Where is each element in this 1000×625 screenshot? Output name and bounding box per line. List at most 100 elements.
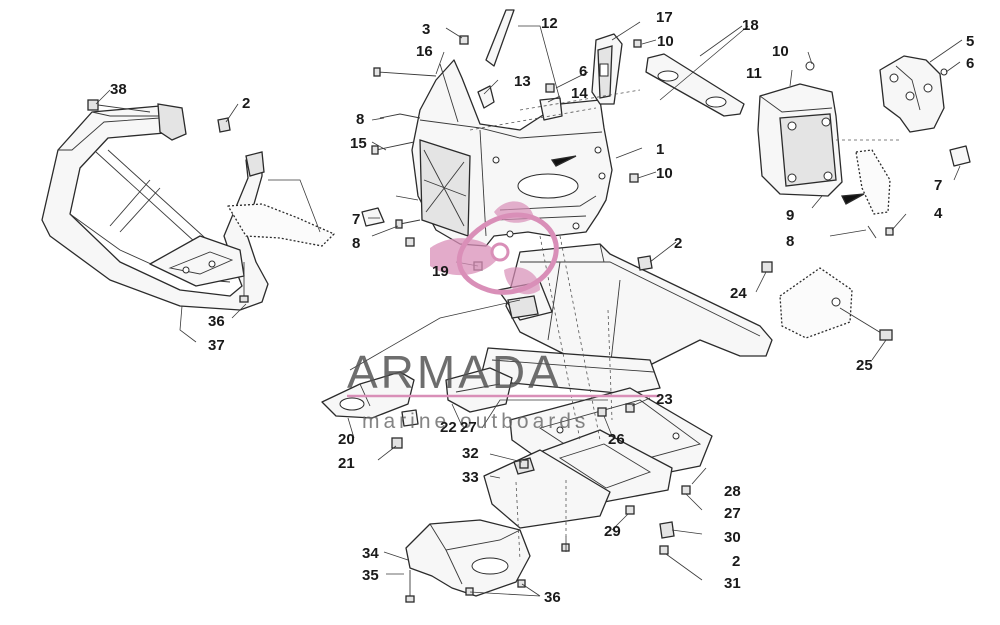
- watermark-tagline: marine outboards: [362, 410, 589, 433]
- bolt-26: [597, 407, 607, 417]
- callout-31: 31: [724, 575, 741, 592]
- callout-35: 35: [362, 567, 379, 584]
- control-module-9: [757, 61, 843, 197]
- callout-10-top: 10: [657, 33, 674, 50]
- arrow-marker-1: [550, 155, 577, 167]
- bracket-14: [539, 97, 563, 121]
- callout-30: 30: [724, 529, 741, 546]
- callout-36-lower: 36: [544, 589, 561, 606]
- callout-8-left: 8: [352, 235, 360, 252]
- callout-18: 18: [742, 17, 759, 34]
- clip-2-frame: [637, 255, 653, 271]
- bracket-12: [485, 9, 515, 67]
- bolt-36-mid: [561, 543, 570, 552]
- bolt-25: [839, 307, 893, 341]
- alignment-dashed-lines: [469, 89, 900, 561]
- sleeve-near-22: [401, 409, 419, 427]
- bracket-17: [591, 33, 623, 105]
- clip-2-bumper: [217, 117, 231, 133]
- callout-2-lower: 2: [732, 553, 740, 570]
- bolt-23: [625, 403, 635, 413]
- callout-17: 17: [656, 9, 673, 26]
- pin-8-top: [379, 113, 421, 119]
- plate-18: [645, 53, 745, 117]
- nut-32: [519, 459, 529, 469]
- nut-10-bulkhead: [629, 173, 639, 183]
- callout-6-top: 6: [579, 63, 587, 80]
- callout-1: 1: [656, 141, 664, 158]
- callout-28: 28: [724, 483, 741, 500]
- callout-3: 3: [422, 21, 430, 38]
- callout-38: 38: [110, 81, 127, 98]
- callout-2-frame: 2: [674, 235, 682, 252]
- callout-5: 5: [966, 33, 974, 50]
- callout-16: 16: [416, 43, 433, 60]
- bracket-22: [445, 367, 513, 413]
- watermark: ARMADA marine outboards: [347, 201, 660, 433]
- pad-7-left: [361, 207, 385, 227]
- callout-11: 11: [746, 65, 762, 82]
- callout-10-right: 10: [772, 43, 789, 60]
- callout-34: 34: [362, 545, 379, 562]
- guard-34: [405, 519, 531, 597]
- leader-lines: [95, 21, 963, 597]
- bolt-36-lower-b: [517, 579, 526, 588]
- callout-6-right: 6: [966, 55, 974, 72]
- bolt-27-lower: [681, 485, 691, 495]
- callout-29: 29: [604, 523, 621, 540]
- bracket-near-9: [855, 149, 891, 215]
- callout-14: 14: [571, 85, 588, 102]
- clip-2-lower: [659, 521, 675, 539]
- callout-36-bumper: 36: [208, 313, 225, 330]
- bolt-8-right: [867, 225, 877, 239]
- callout-4: 4: [934, 205, 943, 222]
- connector-lines: [268, 25, 749, 371]
- watermark-brand: ARMADA: [347, 346, 562, 398]
- callout-23: 23: [656, 391, 673, 408]
- callout-15: 15: [350, 135, 367, 152]
- callout-labels: 38 2 36 37 3 16 12 13 6 14 17 10 18 8 15…: [110, 9, 974, 606]
- bolt-35: [405, 570, 415, 603]
- bolt-21: [391, 437, 403, 449]
- callout-32: 32: [462, 445, 479, 462]
- callout-21: 21: [338, 455, 355, 472]
- bolt-16: [373, 67, 437, 77]
- front-bulkhead-frame: [411, 59, 613, 247]
- watermark-logo: [430, 201, 559, 295]
- bolt-29: [625, 505, 635, 515]
- callout-27-lower: 27: [724, 505, 741, 522]
- screw-3: [459, 35, 469, 45]
- callout-19: 19: [432, 263, 449, 280]
- callout-20: 20: [338, 431, 355, 448]
- callout-10-mid: 10: [656, 165, 673, 182]
- bracket-24: [761, 261, 853, 339]
- bracket-13: [477, 85, 495, 109]
- bolt-36-lower-a: [465, 587, 474, 596]
- callout-9: 9: [786, 207, 794, 224]
- arrow-marker-2: [840, 193, 865, 205]
- callout-8-right: 8: [786, 233, 794, 250]
- callout-37: 37: [208, 337, 225, 354]
- callout-26: 26: [608, 431, 625, 448]
- callout-24: 24: [730, 285, 747, 302]
- bolt-36-bumper: [239, 262, 249, 303]
- callout-33: 33: [462, 469, 479, 486]
- bolt-15: [371, 141, 415, 155]
- mount-bracket-5: [879, 55, 948, 133]
- callout-12: 12: [541, 15, 558, 32]
- screw-8-left: [395, 219, 421, 229]
- callout-8-top: 8: [356, 111, 364, 128]
- pad-7-right: [949, 145, 971, 167]
- callout-22: 22: [440, 419, 457, 436]
- nut-6-top: [545, 83, 555, 93]
- callout-13: 13: [514, 73, 531, 90]
- callout-7-right: 7: [934, 177, 942, 194]
- callout-27-mid: 27: [460, 419, 477, 436]
- callout-7-left: 7: [352, 211, 360, 228]
- nut-4: [885, 227, 894, 236]
- callout-25: 25: [856, 357, 873, 374]
- bolt-31: [659, 545, 669, 555]
- front-bumper: [41, 103, 335, 311]
- bolt-38: [87, 99, 151, 113]
